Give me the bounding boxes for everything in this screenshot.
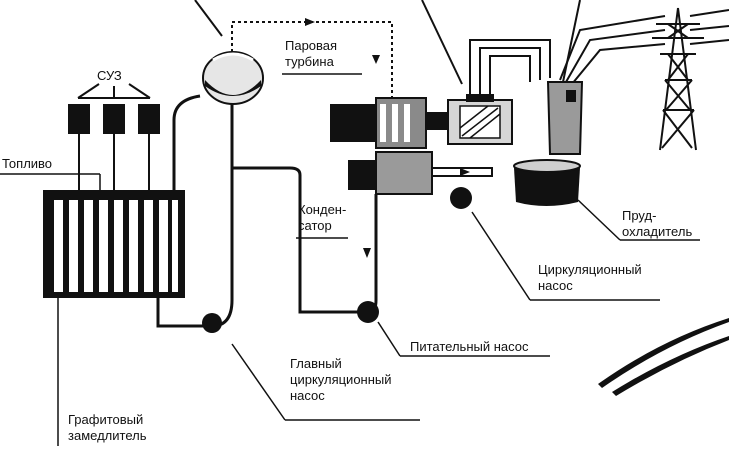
label-steam-turbine-line1: Паровая xyxy=(285,38,338,53)
control-rod-drive-3 xyxy=(138,104,160,134)
label-fuel: Топливо xyxy=(2,156,53,171)
label-steam-turbine: Паровая турбина xyxy=(285,38,337,70)
leader-line-cooling xyxy=(562,0,581,83)
control-rods xyxy=(68,83,160,192)
feed-pump-icon xyxy=(357,301,379,323)
label-graphite-moderator: Графитовый замедлитель xyxy=(68,412,146,444)
label-circulation-pump-line2: насос xyxy=(538,278,573,293)
feed-pump-leader xyxy=(377,321,401,357)
steam-separator-drum xyxy=(202,51,264,105)
label-condenser-line2: сатор xyxy=(298,218,332,233)
label-circulation-pump-line1: Циркуляционный xyxy=(538,262,642,277)
label-feed-pump: Питательный насос xyxy=(410,339,529,354)
condensate-arrow-icon xyxy=(363,248,371,258)
label-condenser-line1: Конден- xyxy=(298,202,347,217)
power-lines xyxy=(469,9,729,94)
label-circulation-pump: Циркуляционный насос xyxy=(538,262,642,294)
label-cooling-pond: Пруд- охладитель xyxy=(622,208,692,240)
leader-line-generator xyxy=(421,0,463,85)
circulation-pump-icon xyxy=(450,187,472,209)
downcomer-pipe xyxy=(211,104,234,328)
label-steam-turbine-line2: турбина xyxy=(285,54,334,69)
steam-down-arrow-icon xyxy=(372,55,380,64)
leader-line-top-left xyxy=(194,0,223,37)
label-main-pump-line3: насос xyxy=(290,388,325,403)
control-rod-drive-2 xyxy=(103,104,125,134)
decorative-stripes xyxy=(598,318,729,396)
condenser xyxy=(348,151,493,195)
pond-leader xyxy=(577,199,621,241)
label-main-circulation-pump: Главный циркуляционный насос xyxy=(290,356,392,404)
steam-turbine xyxy=(330,97,460,149)
cooling-pond xyxy=(513,159,581,206)
control-rod-drive-1 xyxy=(68,104,90,134)
reactor-core xyxy=(43,190,185,298)
main-circulation-pump-icon xyxy=(202,313,222,333)
condensate-pipe xyxy=(369,194,378,314)
label-graphite-line1: Графитовый xyxy=(68,412,144,427)
circ-pump-leader xyxy=(471,211,531,301)
label-cooling-pond-line2: охладитель xyxy=(622,224,693,239)
cooling-intake xyxy=(546,81,584,155)
generator xyxy=(447,94,513,145)
main-pump-leader xyxy=(231,343,286,421)
label-suz: СУЗ xyxy=(97,68,122,83)
label-graphite-line2: замедлитель xyxy=(68,428,147,443)
label-main-pump-line2: циркуляционный xyxy=(290,372,392,387)
feedwater-pipe xyxy=(232,166,358,314)
label-cooling-pond-line1: Пруд- xyxy=(622,208,657,223)
transmission-tower-icon xyxy=(652,7,704,151)
label-main-pump-line1: Главный xyxy=(290,356,342,371)
steam-arrow-icon xyxy=(305,18,315,26)
main-loop-return xyxy=(156,298,203,328)
label-condenser: Конден- сатор xyxy=(298,202,346,234)
riser-pipe xyxy=(172,94,201,190)
